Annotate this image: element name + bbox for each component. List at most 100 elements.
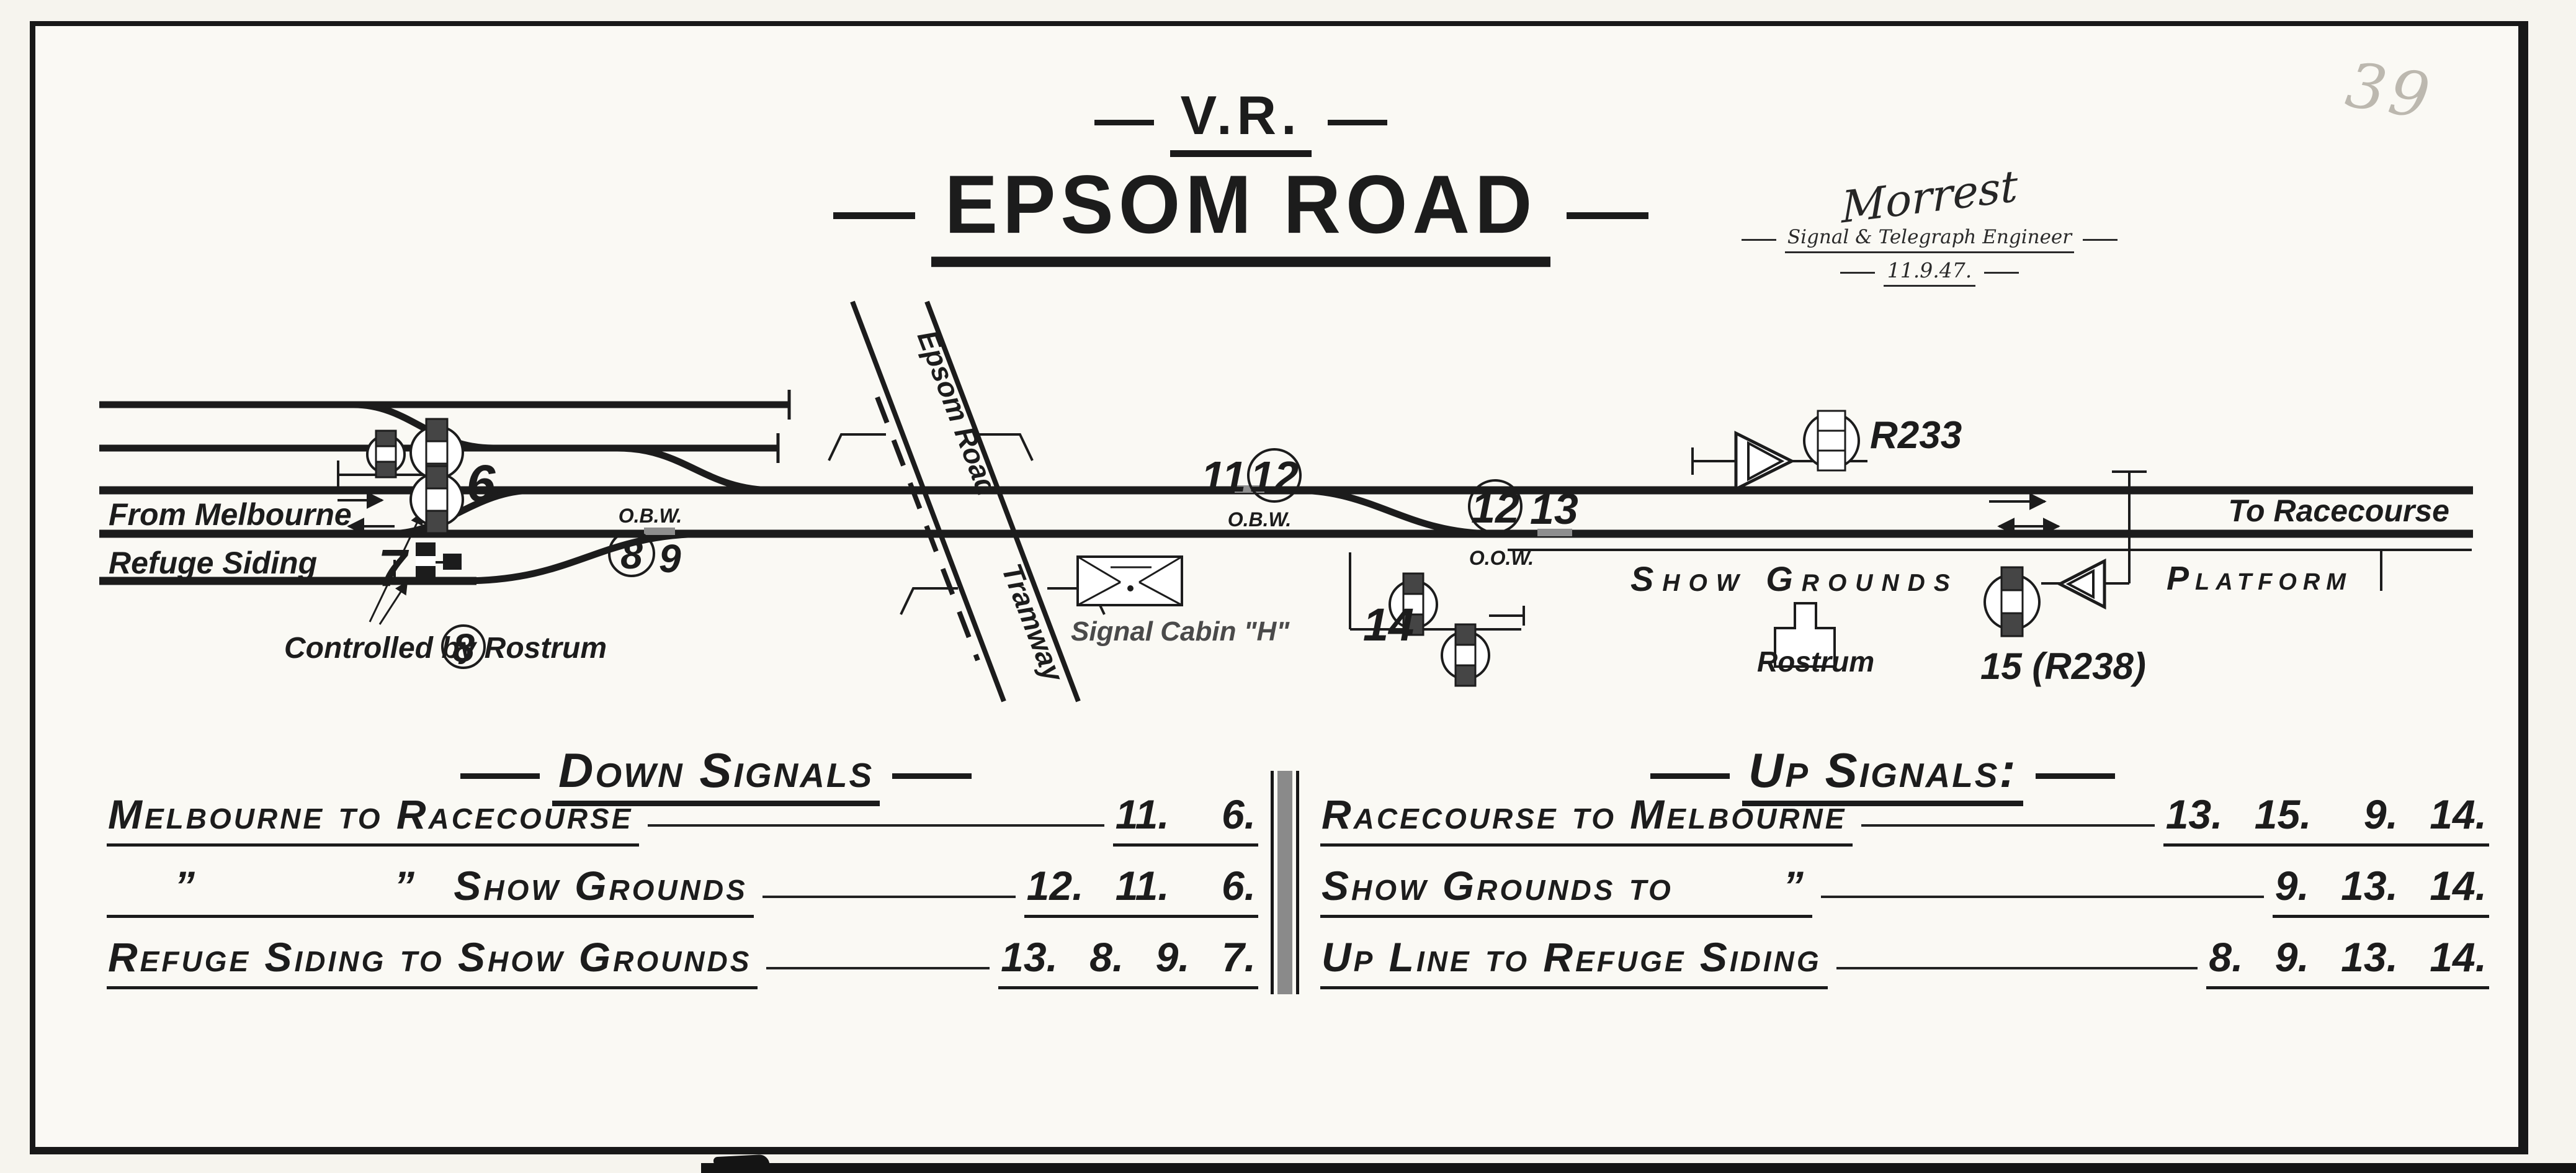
signal-r233-head bbox=[1803, 410, 1860, 472]
leader-line bbox=[762, 896, 1016, 898]
left-triangle-inner bbox=[2065, 569, 2095, 600]
leader-to-disc-signal bbox=[369, 511, 423, 622]
lever-numbers: 12. 11. 6. bbox=[1024, 865, 1258, 918]
epsom-road-label: Epsom Road bbox=[911, 326, 1004, 501]
circle-12-up bbox=[1468, 479, 1523, 534]
show-grounds-label: Show Grounds bbox=[1630, 559, 1959, 598]
refuge-siding-label: Refuge Siding bbox=[109, 546, 317, 580]
title-dash-right bbox=[1327, 120, 1387, 125]
title-block: V.R. EPSOM ROAD bbox=[831, 88, 1650, 267]
diagram-date: 11.9.47. bbox=[1883, 258, 1976, 287]
right-triangle-inner bbox=[1747, 441, 1785, 482]
down-heading-dash-right bbox=[892, 773, 972, 779]
up-heading-dash-left bbox=[1650, 773, 1730, 779]
crossing-gate-upper-right bbox=[975, 433, 1034, 461]
disc-signal-c bbox=[409, 465, 464, 534]
obw-mark-mid bbox=[1235, 485, 1264, 493]
signature-dash-right bbox=[2083, 238, 2118, 241]
leader-line bbox=[1836, 967, 2198, 969]
title-prefix-row: V.R. bbox=[1094, 88, 1387, 157]
table-row: Up Line to Refuge Siding 8. 9. 13. 14. bbox=[1320, 930, 2489, 989]
up-signals-table: Racecourse to Melbourne 13. 15. 9. 14. S… bbox=[1320, 787, 2489, 1001]
divider-line-left bbox=[1271, 771, 1274, 994]
route-label: ” ” Show Grounds bbox=[107, 865, 754, 918]
signal-12-up-number: 12 bbox=[1471, 483, 1519, 532]
down-to-up-crossover bbox=[1296, 487, 1495, 537]
leader-to-signal-7 bbox=[378, 581, 408, 625]
signal-7-number: 7 bbox=[378, 539, 409, 597]
signal-cabin-icon bbox=[1076, 555, 1183, 606]
show-grounds-dock-line bbox=[1349, 552, 1521, 631]
title-main-dash-left bbox=[833, 212, 915, 219]
lever-numbers: 13. 15. 9. 14. bbox=[2163, 794, 2489, 847]
down-heading-text: Down Signals bbox=[552, 746, 880, 806]
signal-7-symbol bbox=[416, 542, 462, 582]
rostrum-label: Rostrum bbox=[1757, 645, 1874, 678]
signal-14-post bbox=[1489, 606, 1525, 626]
disc-signal-15 bbox=[1983, 566, 2041, 637]
leader-line bbox=[766, 967, 990, 969]
controlled-by-rostrum-label: Controlled by Rostrum bbox=[284, 632, 607, 665]
lever-numbers: 8. 9. 13. 14. bbox=[2206, 937, 2489, 989]
obw-mark-left bbox=[644, 528, 675, 535]
up-signals-heading: Up Signals: bbox=[1650, 746, 2116, 806]
leader-lines bbox=[369, 511, 423, 625]
signal-14-number: 14 bbox=[1363, 599, 1414, 650]
obw-mid-label: O.B.W. bbox=[1228, 508, 1292, 531]
signal-cabin-label: Signal Cabin "H" bbox=[1071, 616, 1290, 647]
signal-13-number: 13 bbox=[1530, 485, 1578, 533]
signature-block: Morrest Signal & Telegraph Engineer 11.9… bbox=[1741, 160, 2118, 287]
up-heading-dash-right bbox=[2036, 773, 2116, 779]
signature-role-row: Signal & Telegraph Engineer bbox=[1741, 226, 2118, 253]
tramway-label: Tramway bbox=[996, 559, 1071, 687]
down-heading-dash-left bbox=[460, 773, 540, 779]
disc-signal-14b bbox=[1441, 623, 1490, 687]
signal-6-number: 6 bbox=[467, 454, 496, 513]
route-label: Refuge Siding to Show Grounds bbox=[107, 937, 758, 989]
circle-12-down bbox=[1247, 448, 1302, 503]
track-lines bbox=[99, 390, 2473, 631]
circled-signal-numbers: 8 8 9 11 12 12 13 bbox=[441, 448, 1578, 670]
scan-artifact-bottom-strip bbox=[701, 1163, 2576, 1173]
railway-initials: V.R. bbox=[1170, 88, 1312, 157]
title-main-row: EPSOM ROAD bbox=[833, 163, 1649, 267]
rostrum-icon bbox=[1774, 602, 1836, 668]
signal-11-number: 11 bbox=[1201, 452, 1246, 501]
siding-2-to-main-points bbox=[617, 444, 775, 494]
tram-centre-line bbox=[875, 396, 980, 662]
direction-arrows bbox=[338, 492, 2060, 535]
signal-8-junction-number: 8 bbox=[620, 533, 643, 577]
crossing-gate-lower-left bbox=[900, 587, 958, 615]
leader-line bbox=[648, 824, 1104, 827]
platform-label: Platform bbox=[2167, 560, 2352, 597]
date-dash-left bbox=[1840, 271, 1875, 274]
disc-signal-a bbox=[366, 429, 406, 479]
leader-line bbox=[1820, 896, 2264, 898]
siding-1-to-2-points bbox=[353, 401, 494, 452]
signature-date-row: 11.9.47. bbox=[1840, 258, 2019, 287]
title-dash-left bbox=[1094, 120, 1155, 125]
down-signals-table: Melbourne to Racecourse 11. 6. ” ” Show … bbox=[107, 787, 1258, 1001]
table-row: ” ” Show Grounds 12. 11. 6. bbox=[107, 858, 1258, 918]
title-main-dash-right bbox=[1567, 212, 1649, 219]
table-row: Melbourne to Racecourse 11. 6. bbox=[107, 787, 1258, 847]
table-row: Racecourse to Melbourne 13. 15. 9. 14. bbox=[1320, 787, 2489, 847]
disc-signals bbox=[366, 410, 2041, 687]
oow-mark bbox=[1537, 529, 1572, 536]
road-edge-right bbox=[924, 300, 1081, 703]
signal-12-down-number: 12 bbox=[1250, 452, 1299, 501]
engineer-role: Signal & Telegraph Engineer bbox=[1784, 226, 2075, 253]
table-divider bbox=[1271, 771, 1299, 994]
route-label: Racecourse to Melbourne bbox=[1320, 794, 1853, 847]
worked-bar-marks bbox=[644, 485, 1572, 536]
to-racecourse-label: To Racecourse bbox=[2228, 493, 2449, 528]
table-row: Refuge Siding to Show Grounds 13. 8. 9. … bbox=[107, 930, 1258, 989]
page-title: EPSOM ROAD bbox=[931, 163, 1551, 267]
circle-8-junction bbox=[608, 530, 655, 577]
oow-label: O.O.W. bbox=[1469, 547, 1534, 569]
date-dash-right bbox=[1984, 271, 2019, 274]
route-label: Up Line to Refuge Siding bbox=[1320, 937, 1828, 989]
obw-left-label: O.B.W. bbox=[619, 505, 682, 527]
circle-8-low bbox=[441, 624, 486, 669]
